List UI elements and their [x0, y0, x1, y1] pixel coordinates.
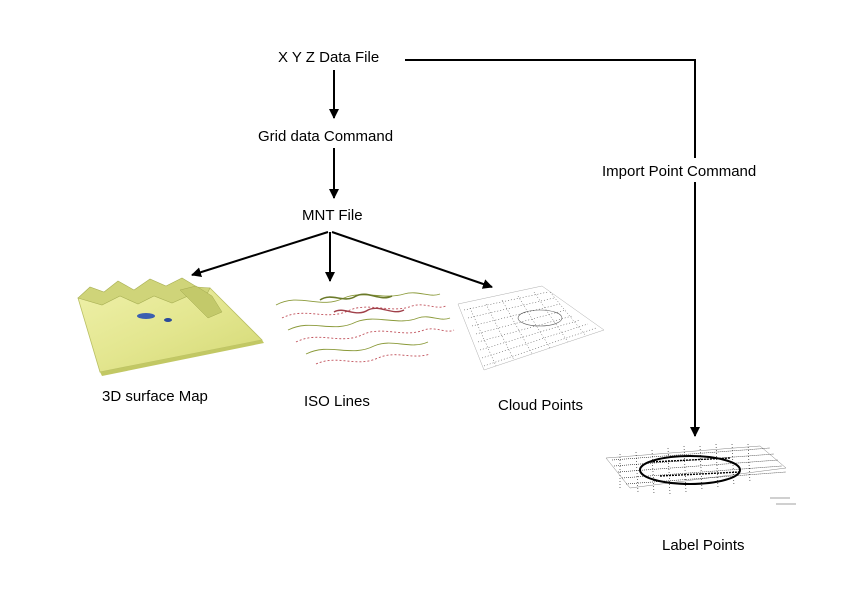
surface-map-image: [77, 277, 264, 376]
arrow-mnt-to-surface: [191, 231, 329, 278]
surface-map-label: 3D surface Map: [102, 388, 208, 405]
iso-lines-label: ISO Lines: [304, 393, 370, 410]
import-point-command-label: Import Point Command: [602, 163, 757, 180]
xyz-data-file-label: X Y Z Data File: [278, 49, 380, 66]
arrow-mnt-to-cloud: [331, 231, 493, 289]
cloud-points-label: Cloud Points: [498, 397, 584, 414]
cloud-points-image: [457, 285, 605, 371]
mnt-file-label: MNT File: [302, 207, 363, 224]
grid-data-command-label: Grid data Command: [258, 128, 394, 145]
label-points-image: [605, 443, 796, 505]
connector-xyz-to-import: [405, 59, 696, 158]
label-points-label: Label Points: [662, 537, 745, 554]
iso-lines-image: [275, 292, 455, 365]
